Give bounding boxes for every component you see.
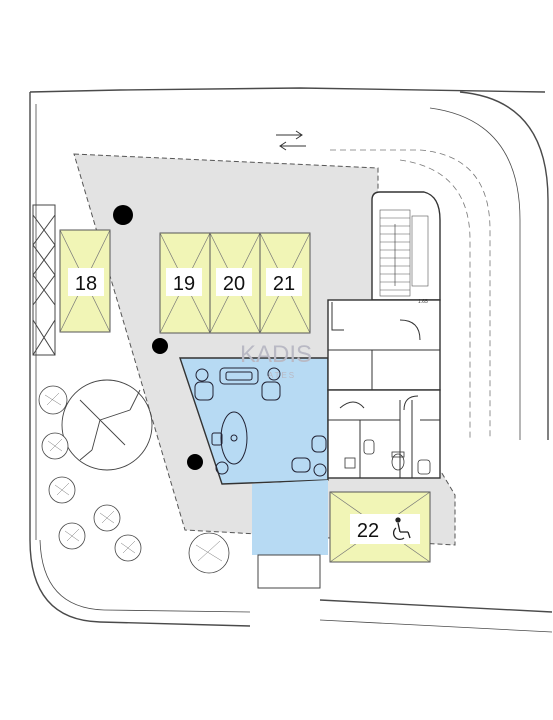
column-icon — [187, 454, 203, 470]
parking-number-20: 20 — [223, 273, 245, 295]
parking-number-22: 22 — [357, 520, 379, 542]
parking-space-22: 22 — [329, 491, 431, 563]
parking-space-21: 21 — [259, 232, 311, 334]
watermark-sub: ATES — [268, 371, 296, 380]
watermark: KADIS ATES — [240, 341, 312, 380]
stair — [379, 209, 429, 297]
parking-space-18: 18 — [59, 229, 111, 333]
building-core — [327, 191, 441, 479]
entrance-path — [252, 480, 328, 555]
entrance-door — [257, 554, 321, 589]
storage-strip — [32, 204, 56, 356]
interior-walls — [328, 302, 440, 478]
parking-number-19: 19 — [173, 273, 195, 295]
watermark-brand: KADIS — [240, 341, 312, 368]
column-icon — [113, 205, 133, 225]
parking-space-19: 19 — [159, 232, 211, 334]
parking-number-21: 21 — [273, 273, 295, 295]
bathroom-fixtures — [344, 439, 431, 475]
tree-icon — [61, 379, 153, 471]
tree-texture — [44, 392, 223, 562]
site-boundary — [29, 87, 553, 633]
stair-dimension: 1.65 — [418, 299, 428, 305]
parking-number-18: 18 — [75, 273, 97, 295]
wheelchair-icon — [392, 517, 411, 541]
driveway-curves — [330, 149, 491, 440]
parking-space-20: 20 — [209, 232, 261, 334]
traffic-arrow-icon — [276, 130, 306, 151]
lobby-furniture — [194, 367, 327, 477]
column-icon — [152, 338, 168, 354]
